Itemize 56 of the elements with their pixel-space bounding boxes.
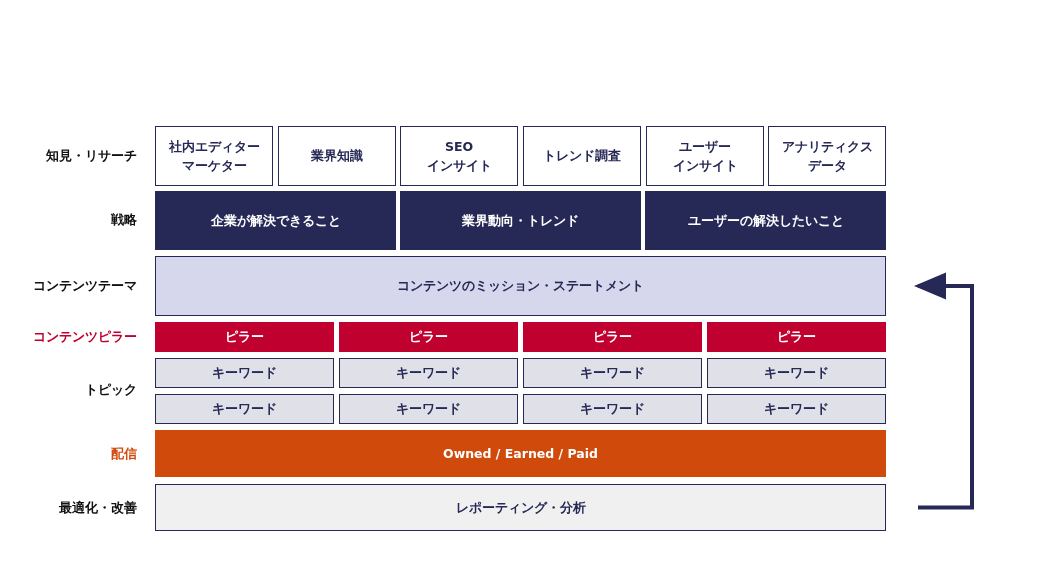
box-text: 業界知識 (310, 147, 364, 166)
reporting-box (155, 484, 886, 531)
strategy-box (645, 191, 886, 250)
keyword-box (523, 358, 702, 388)
box-text: Owned / Earned / Paid (442, 444, 599, 463)
pillar-box (707, 322, 886, 352)
box-text: キーワード (395, 364, 462, 383)
pillar-box (155, 322, 334, 352)
row-label: 知見・リサーチ (46, 147, 137, 165)
box-text: ピラー (408, 328, 449, 347)
source-box (278, 126, 396, 186)
source-box (523, 126, 641, 186)
theme-box (155, 256, 886, 316)
keyword-box (155, 394, 334, 424)
box-text: レポーティング・分析 (454, 498, 587, 517)
keyword-box (707, 394, 886, 424)
keyword-box (523, 394, 702, 424)
box-text: キーワード (395, 400, 462, 419)
box-text: トレンド調査 (542, 147, 622, 166)
box-text: ピラー (592, 328, 633, 347)
box-text: ユーザーインサイト (671, 137, 739, 175)
row-label: 戦略 (111, 211, 137, 229)
box-text: アナリティクスデータ (780, 137, 874, 175)
box-text: ピラー (776, 328, 817, 347)
source-box (155, 126, 273, 186)
feedback-arrow (914, 272, 974, 510)
box-text: キーワード (763, 364, 830, 383)
row-label: コンテンツピラー (33, 328, 137, 346)
box-text: キーワード (211, 400, 278, 419)
keyword-box (155, 358, 334, 388)
row-label: 最適化・改善 (59, 499, 137, 517)
box-text: ユーザーの解決したいこと (686, 211, 845, 230)
box-text: キーワード (579, 364, 646, 383)
row-label: トピック (85, 381, 137, 399)
source-box (768, 126, 886, 186)
strategy-box (155, 191, 396, 250)
keyword-box (339, 358, 518, 388)
keyword-box (339, 394, 518, 424)
box-text: 業界動向・トレンド (461, 211, 580, 230)
row-label: コンテンツテーマ (33, 277, 137, 295)
box-text: キーワード (211, 364, 278, 383)
strategy-box (400, 191, 641, 250)
pillar-box (523, 322, 702, 352)
source-box (400, 126, 518, 186)
box-text: コンテンツのミッション・ステートメント (396, 277, 645, 296)
pillar-box (339, 322, 518, 352)
keyword-box (707, 358, 886, 388)
box-text: キーワード (763, 400, 830, 419)
box-text: 企業が解決できること (209, 211, 342, 230)
box-text: キーワード (579, 400, 646, 419)
box-text: 社内エディターマーケター (167, 137, 261, 175)
row-label: 配信 (111, 445, 137, 463)
source-box (646, 126, 764, 186)
box-text: ピラー (224, 328, 265, 347)
distribution-bar (155, 430, 886, 477)
box-text: SEO インサイト (425, 137, 493, 175)
